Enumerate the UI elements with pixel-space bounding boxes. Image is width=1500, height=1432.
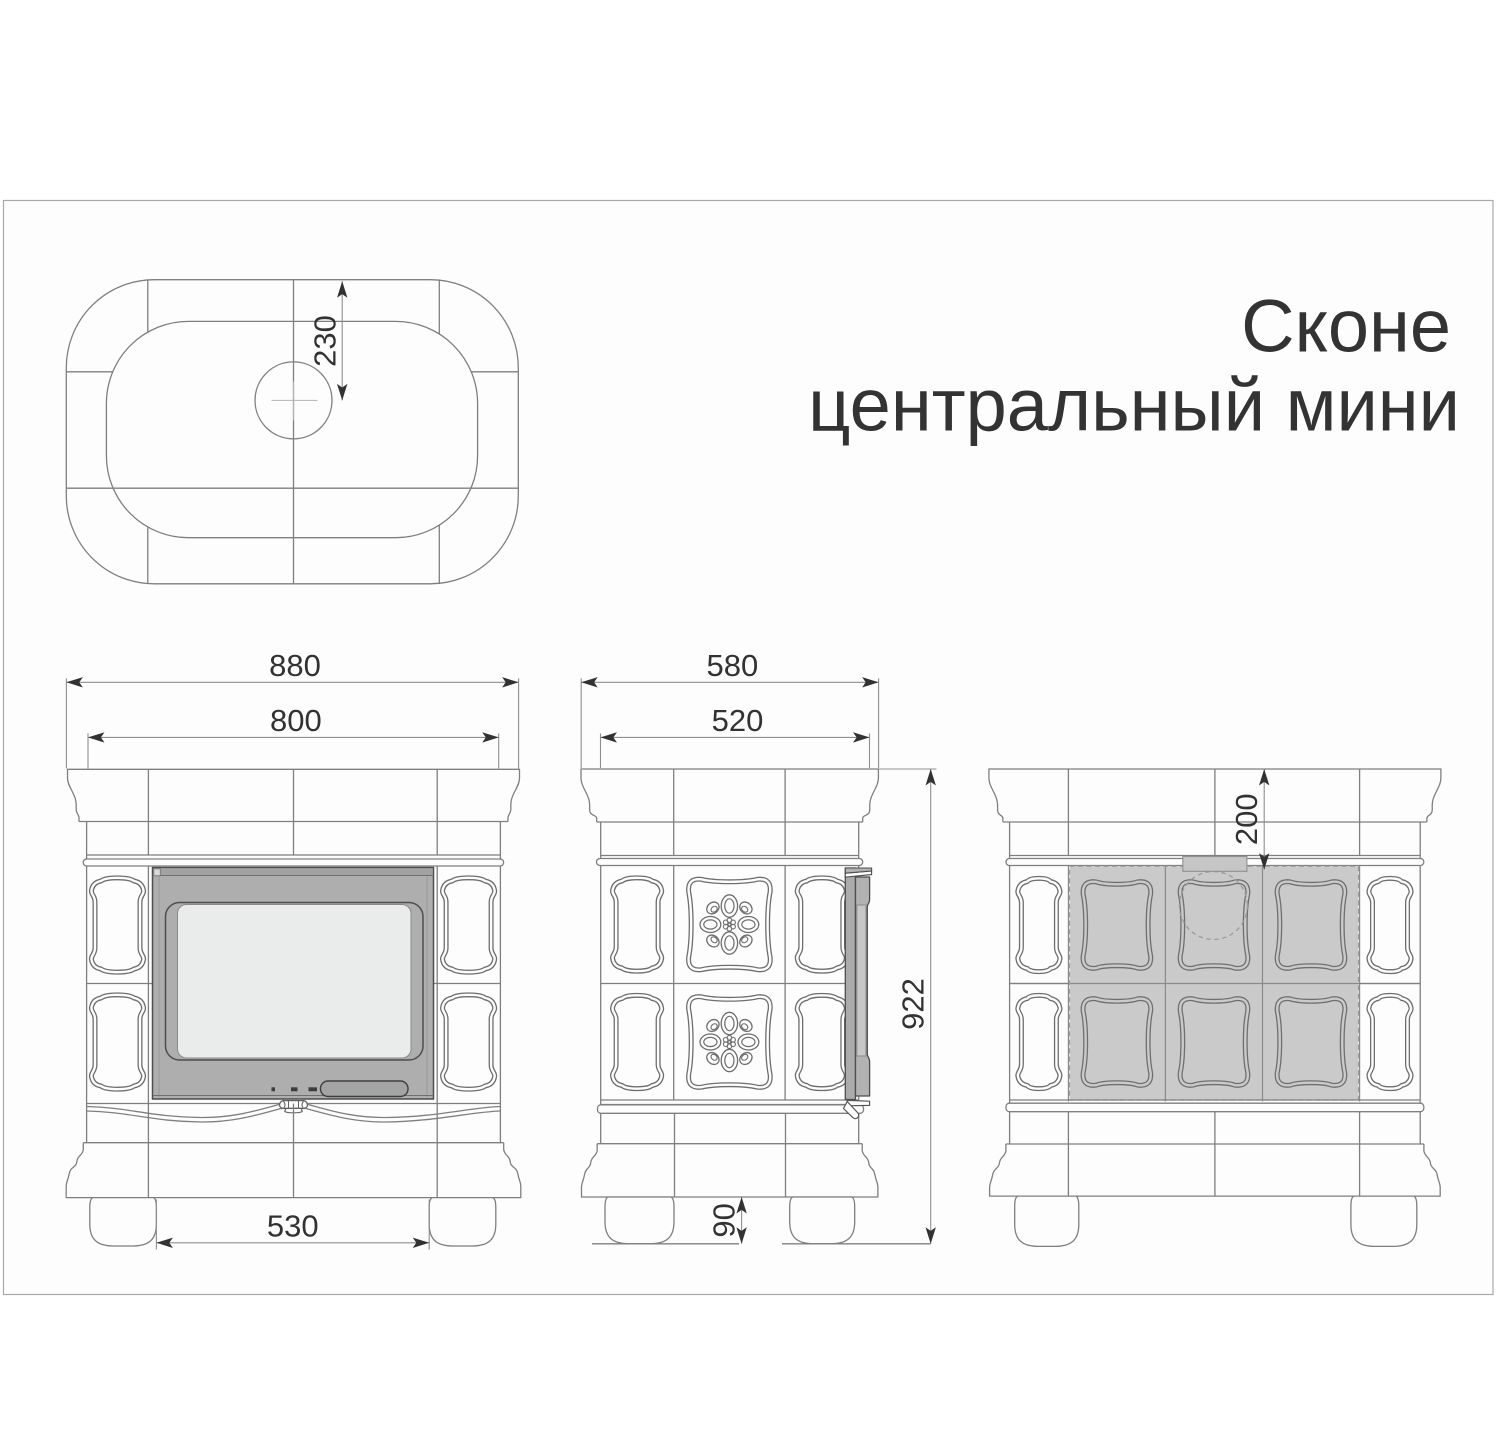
- svg-text:800: 800: [270, 703, 322, 738]
- svg-text:центральный мини: центральный мини: [808, 364, 1460, 447]
- svg-text:520: 520: [712, 703, 764, 738]
- svg-text:200: 200: [1229, 793, 1264, 845]
- svg-text:230: 230: [308, 315, 343, 367]
- svg-text:Сконе: Сконе: [1241, 285, 1451, 368]
- svg-text:580: 580: [707, 648, 759, 683]
- svg-text:530: 530: [267, 1209, 319, 1244]
- svg-text:922: 922: [896, 978, 931, 1030]
- svg-text:90: 90: [707, 1203, 742, 1237]
- svg-text:880: 880: [269, 648, 321, 683]
